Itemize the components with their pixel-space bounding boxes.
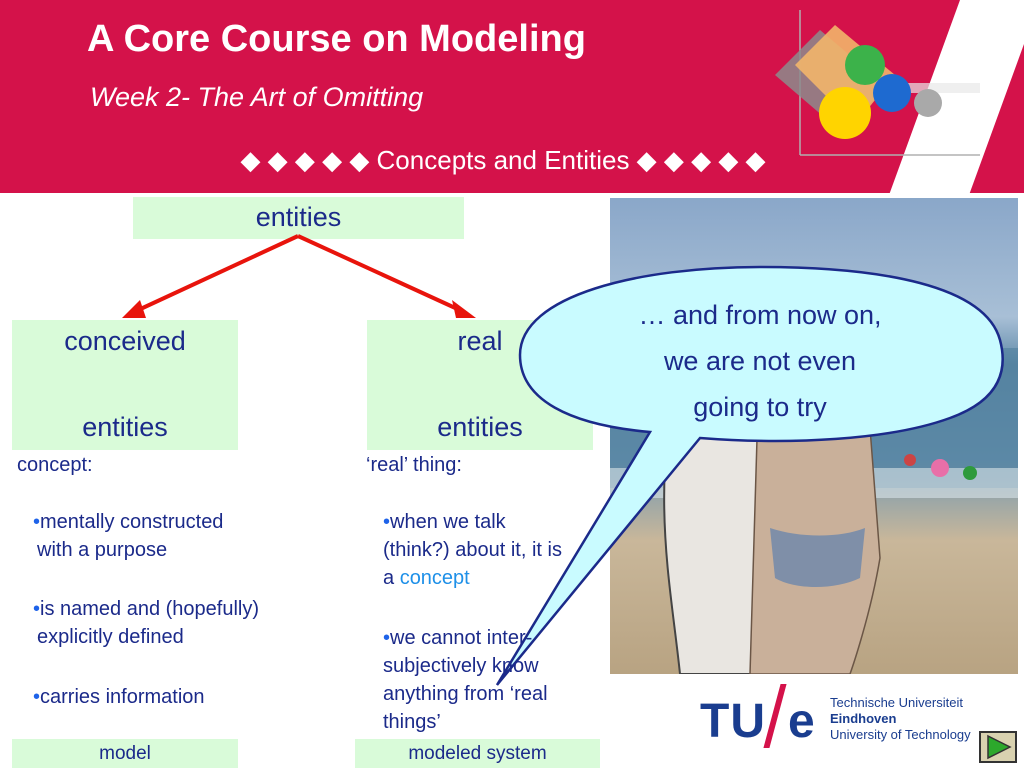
callout-text: … and from now on, we are not even going… <box>560 292 960 430</box>
modeled-system-footer-box: modeled system <box>355 739 600 768</box>
bullet-dot: • <box>383 511 391 533</box>
slide-subtitle: Week 2- The Art of Omitting <box>90 82 424 112</box>
tue-line-1: Technische Universiteit <box>830 695 963 710</box>
tue-slash <box>763 684 787 748</box>
arrowhead-left <box>122 300 146 318</box>
arrow-to-real <box>297 234 465 314</box>
bullet-dot: • <box>383 627 391 649</box>
tue-line-3: University of Technology <box>830 727 971 742</box>
real-thing-heading: ‘real’ thing: <box>366 454 462 476</box>
conceived-entities-box: conceived entities <box>12 320 238 450</box>
model-label: model <box>99 743 151 764</box>
tue-line-2: Eindhoven <box>830 711 897 726</box>
callout-line-3: going to try <box>693 392 827 422</box>
tue-name: Technische Universiteit Eindhoven Univer… <box>830 695 971 743</box>
tue-mark: TU <box>700 695 766 748</box>
decorative-chart-art <box>775 10 980 156</box>
concept-bullet-2: •is named and (hopefully) explicitly def… <box>33 598 260 648</box>
model-footer-box: model <box>12 739 238 768</box>
slide-title: A Core Course on Modeling <box>87 18 586 60</box>
conceived-label: conceived <box>64 326 186 356</box>
slide-header: A Core Course on Modeling Week 2- The Ar… <box>0 0 1024 193</box>
beach-photo-illustration <box>610 333 1018 674</box>
modeled-system-label: modeled system <box>408 743 547 764</box>
arrow-to-conceived <box>133 234 299 314</box>
bullet-dot: • <box>33 511 41 533</box>
concept-bullet-3: •carries information <box>33 686 205 708</box>
section-title: ◆ ◆ ◆ ◆ ◆ Concepts and Entities ◆ ◆ ◆ ◆ … <box>240 145 766 175</box>
beach-photo <box>610 198 1018 674</box>
entities-box: entities <box>133 197 464 239</box>
callout-line-1: … and from now on, <box>638 300 882 330</box>
entities-label: entities <box>255 202 342 232</box>
concept-bullet-1: •mentally constructed with a purpose <box>33 511 224 561</box>
page-number: 4 <box>950 174 957 186</box>
real-label: real <box>457 326 503 356</box>
callout-line-2: we are not even <box>663 346 857 376</box>
play-arrow-icon <box>987 734 1012 760</box>
conceived-entities-label: entities <box>82 412 168 442</box>
bullet-dot: • <box>33 598 41 620</box>
arrowhead-right <box>452 300 476 318</box>
real-bullet-2: •we cannot inter- subjectively know anyt… <box>383 627 548 733</box>
tue-mark-e: e <box>788 695 815 748</box>
real-bullet-1: •when we talk (think?) about it, it is a… <box>383 511 562 589</box>
tue-logo: TU e Technische Universiteit Eindhoven U… <box>700 684 990 750</box>
concept-heading: concept: <box>17 454 93 476</box>
next-slide-button[interactable] <box>979 731 1017 763</box>
bullet-dot: • <box>33 686 41 708</box>
